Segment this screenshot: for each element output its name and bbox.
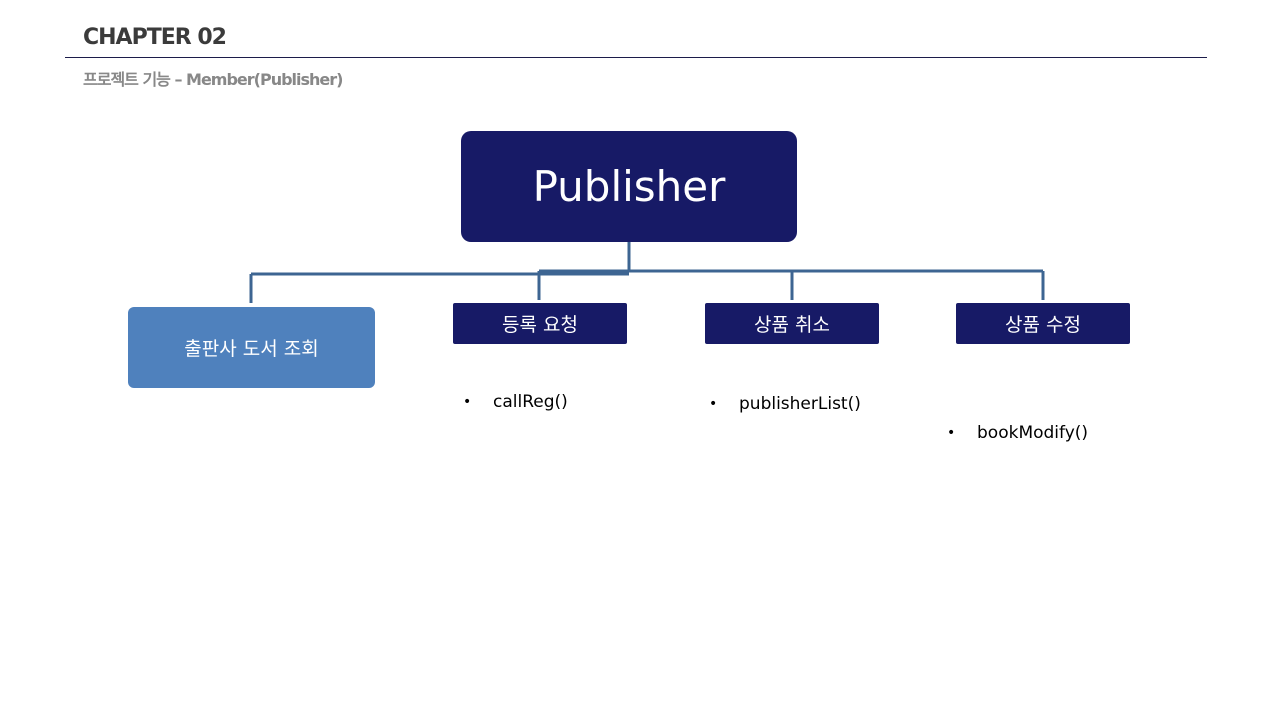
header-divider: [65, 57, 1207, 58]
root-node-label: Publisher: [532, 162, 726, 211]
bullet-icon: •: [709, 396, 718, 412]
bullet-icon: •: [947, 425, 956, 441]
method-label: bookModify(): [977, 423, 1089, 443]
child-node-label: 출판사 도서 조회: [184, 338, 319, 360]
child-node-label: 상품 수정: [1005, 314, 1081, 336]
slide-subtitle: 프로젝트 기능 – Member(Publisher): [83, 70, 343, 89]
child-node-book-lookup: 출판사 도서 조회: [128, 307, 375, 388]
child-node-label: 등록 요청: [502, 314, 578, 336]
chapter-title: CHAPTER 02: [83, 25, 227, 50]
child-node-product-cancel: 상품 취소: [705, 303, 879, 344]
method-label: callReg(): [493, 392, 568, 412]
root-node-publisher: Publisher: [461, 131, 797, 242]
child-node-register-request: 등록 요청: [453, 303, 627, 344]
method-item-publisherlist: • publisherList(): [709, 394, 861, 414]
method-label: publisherList(): [739, 394, 861, 414]
bullet-icon: •: [463, 394, 472, 410]
method-item-bookmodify: • bookModify(): [947, 423, 1088, 443]
method-item-callreg: • callReg(): [463, 392, 568, 412]
child-node-label: 상품 취소: [754, 314, 830, 336]
child-node-product-modify: 상품 수정: [956, 303, 1130, 344]
